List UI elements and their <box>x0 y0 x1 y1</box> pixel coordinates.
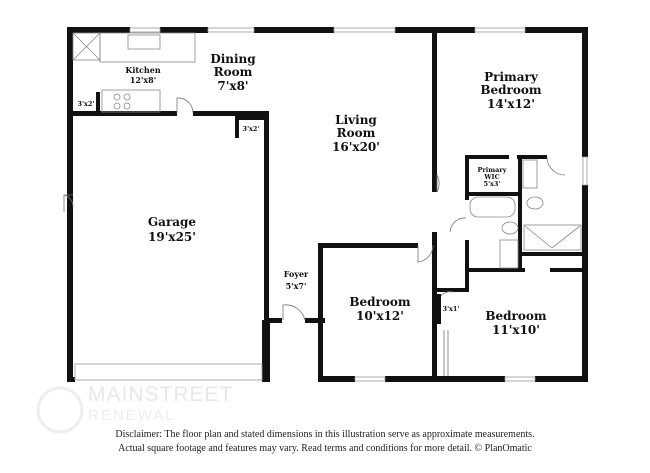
fixtures <box>72 32 582 269</box>
watermark-circle-icon <box>36 386 84 434</box>
kitchen-closet-size: 3'x2' <box>78 100 95 108</box>
wic-label-1: Primary <box>477 166 506 174</box>
watermark-logo-sub: RENEWAL <box>88 407 176 424</box>
primary-bedroom-label-1: Primary <box>484 70 539 84</box>
wic-label-2: WIC <box>483 173 500 181</box>
bedroom2-label: Bedroom <box>485 309 546 323</box>
watermark-logo: MAINSTREET <box>88 383 234 406</box>
dining-closet-size: 3'x2' <box>243 125 260 133</box>
wic-size: 5'x3' <box>484 180 501 188</box>
dining-label-1: Dining <box>210 52 256 66</box>
disclaimer-line-2: Actual square footage and features may v… <box>118 443 532 454</box>
bedroom2-size: 11'x10' <box>492 323 540 337</box>
dining-size: 7'x8' <box>217 79 248 93</box>
disclaimer-line-1: Disclaimer: The floor plan and stated di… <box>115 429 535 440</box>
living-label-2: Room <box>337 126 376 140</box>
doors <box>63 97 566 376</box>
dining-label-2: Room <box>214 65 253 79</box>
garage-label: Garage <box>148 215 197 229</box>
kitchen-label: Kitchen <box>125 65 160 75</box>
bedroom1-size: 10'x12' <box>356 309 404 323</box>
walls <box>67 27 588 382</box>
primary-bedroom-size: 14'x12' <box>487 97 535 111</box>
kitchen-size: 12'x8' <box>130 75 156 85</box>
hall-closet-size: 3'x1' <box>443 305 460 313</box>
windows <box>74 27 588 382</box>
bedroom1-label: Bedroom <box>349 295 410 309</box>
living-size: 16'x20' <box>332 140 380 154</box>
foyer-size: 5'x7' <box>286 281 307 291</box>
garage-size: 19'x25' <box>148 230 196 244</box>
living-label-1: Living <box>335 113 377 127</box>
primary-bedroom-label-2: Bedroom <box>480 83 541 97</box>
foyer-label: Foyer <box>284 269 309 279</box>
